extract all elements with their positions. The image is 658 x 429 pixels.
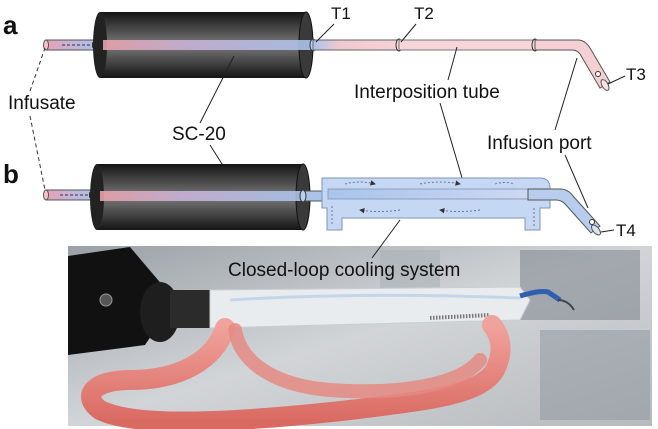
outlet-tube-a (312, 39, 400, 51)
label-cooling-system: Closed-loop cooling system (228, 260, 460, 281)
leader-sc20-a (199, 55, 235, 124)
coolant-flow-arrows (331, 180, 535, 226)
label-t4: T4 (616, 221, 636, 240)
photo-bg-equipment-1 (520, 250, 640, 320)
photo-screw (99, 293, 113, 307)
photo-jacket-stripe (229, 293, 521, 302)
sc20-cylinder-left-cap-a (93, 12, 107, 78)
photo-bg-equipment-3 (540, 330, 650, 420)
inlet-tube-end-b (43, 189, 49, 201)
label-infusion-port: Infusion port (487, 133, 592, 154)
t3-sensor-a (595, 71, 601, 77)
leader-t4 (600, 229, 615, 233)
photo-panel: Closed-loop cooling system (68, 219, 652, 429)
leader-infusion-port-b (564, 154, 589, 209)
port-tip-b (591, 224, 601, 236)
photo-needle (557, 299, 575, 311)
cooling-jacket (321, 177, 551, 231)
interposition-tube-a (398, 39, 536, 51)
label-t1: T1 (331, 4, 351, 23)
infusion-port-b (527, 188, 601, 234)
leader-t1 (315, 23, 335, 43)
panel-label-a: a (3, 10, 18, 40)
leader-interposition-a (447, 46, 458, 81)
panel-b: b T4 (3, 159, 636, 240)
leader-cooling-system (371, 219, 401, 259)
label-interposition-tube: Interposition tube (354, 82, 500, 103)
port-tip-a (600, 79, 610, 91)
interposition-tube-b (327, 188, 529, 200)
panel-label-b: b (3, 159, 19, 189)
t1-connector-b (299, 189, 307, 203)
inlet-tube-end-a (43, 39, 49, 51)
leader-infusate-b (29, 115, 46, 191)
photo-spring (429, 313, 491, 320)
leader-interposition-b (439, 102, 466, 189)
label-sc20: SC-20 (172, 124, 226, 145)
leader-infusate-a (29, 47, 46, 92)
photo-bg-equipment-2 (380, 250, 440, 290)
leader-t2 (400, 23, 417, 43)
panel-a: a T1 T2 T3 (3, 4, 646, 91)
photo-connector (170, 290, 215, 328)
inner-tube-a (103, 40, 315, 50)
inner-tube-b (100, 191, 305, 201)
t4-sensor-b (589, 219, 595, 225)
photo-cooling-loop-return (228, 323, 487, 399)
label-t3: T3 (626, 65, 646, 84)
sc20-cylinder-left-cap-b (90, 164, 104, 230)
leader-infusion-port-a (554, 57, 578, 131)
photo-probe-tip (519, 289, 562, 303)
leader-t3 (607, 75, 626, 85)
photo-cooling-loop (81, 315, 511, 429)
label-t2: T2 (414, 4, 434, 23)
label-infusate: Infusate (8, 93, 76, 114)
infusion-port-a (534, 39, 611, 89)
